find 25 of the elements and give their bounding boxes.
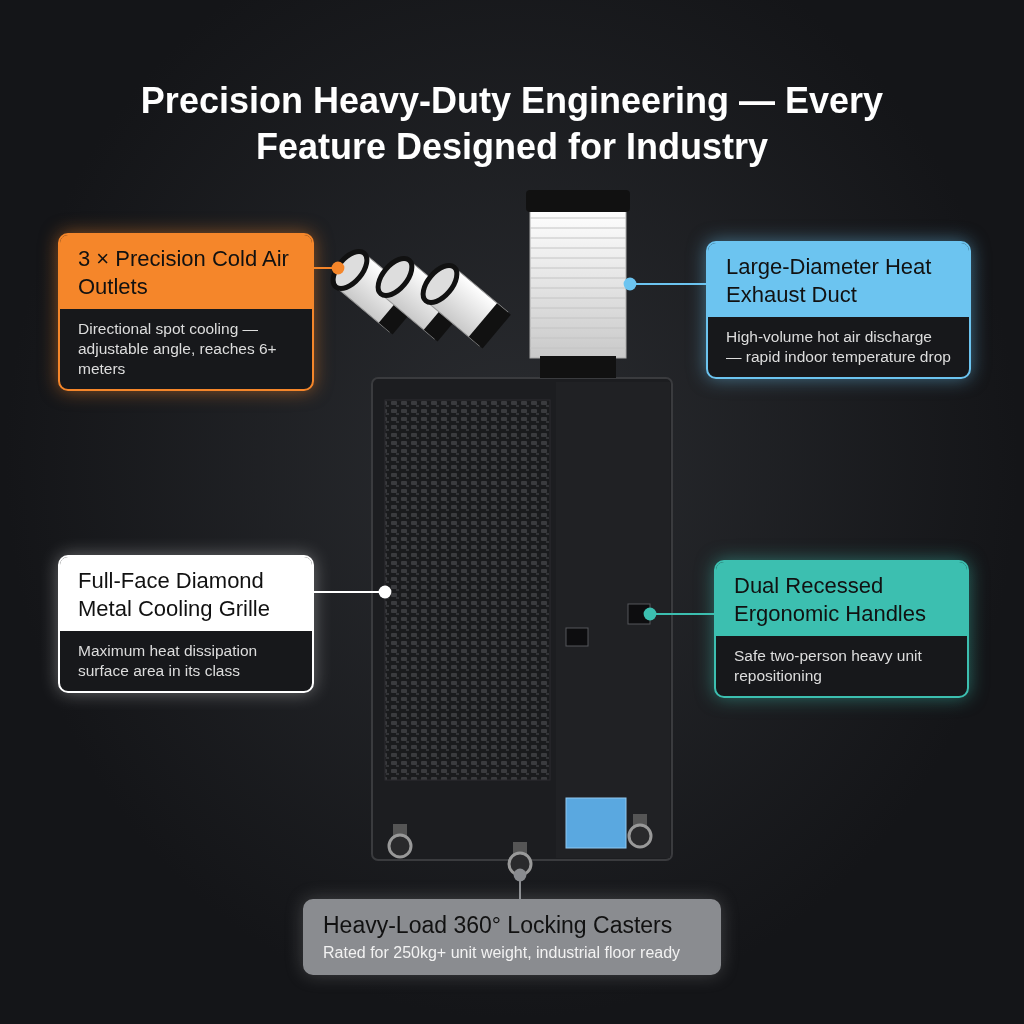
title: Precision Heavy-Duty Engineering — Every Feature Designed for Industry	[139, 79, 885, 169]
cooling-grille	[384, 399, 551, 781]
caster-wheel	[507, 842, 533, 877]
callout-description: Directional spot cooling — adjustable angle, reaches 6+ meters	[77, 319, 278, 379]
callout-heading: Large-Diameter Heat Exhaust Duct	[708, 243, 969, 317]
callout-heading: 3 × Precision Cold Air Outlets	[60, 235, 312, 309]
exhaust-duct	[526, 190, 630, 378]
callout-description: High-volume hot air discharge — rapid indoor temperature drop	[725, 327, 952, 367]
leader-line	[313, 585, 392, 599]
leader-line	[513, 868, 527, 900]
callout-description: Maximum heat dissipation surface area in its class	[77, 641, 259, 681]
callout-card	[706, 241, 971, 379]
callout-description: Safe two-person heavy unit repositioning	[733, 646, 923, 686]
callout-card	[714, 560, 969, 698]
callout-card	[58, 555, 314, 693]
callout-heading: Dual Recessed Ergonomic Handles	[716, 562, 967, 636]
leader-line	[643, 607, 715, 621]
callout-card	[58, 233, 314, 391]
callout-heading: Full-Face Diamond Metal Cooling Grille	[60, 557, 312, 631]
leader-line	[623, 277, 707, 291]
callout-description: Rated for 250kg+ unit weight, industrial floor ready	[305, 939, 719, 973]
leader-line	[313, 261, 345, 275]
callout-card	[303, 899, 721, 975]
callout-heading: Heavy-Load 360° Locking Casters	[305, 901, 719, 939]
outlet-hose-drawing	[330, 249, 511, 349]
